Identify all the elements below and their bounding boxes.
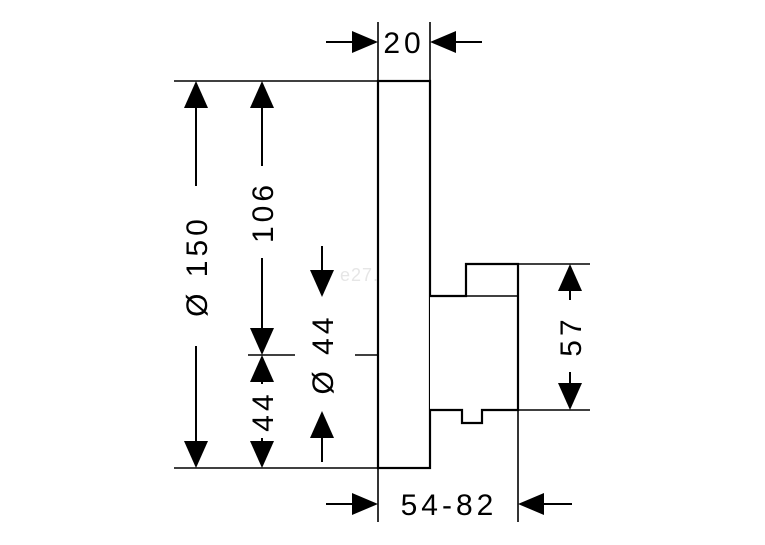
arrow-inner-top (310, 270, 334, 297)
arrow-outer-bottom (184, 441, 208, 468)
dim-label-inner-diameter: Ø 44 (307, 313, 340, 394)
arrow-upper-bottom (250, 328, 274, 355)
arrow-depth-right (518, 493, 544, 515)
arrow-upper-top (250, 81, 274, 108)
arrow-depth-left (352, 493, 378, 515)
arrow-inner-bottom (310, 411, 334, 438)
arrow-lower-bottom (250, 441, 274, 468)
dim-label-right-height: 57 (555, 315, 588, 356)
dim-label-depth-range: 54-82 (401, 489, 498, 522)
dim-label-outer-height: Ø 150 (181, 215, 214, 317)
arrow-right-top (558, 264, 582, 291)
arrow-outer-top (184, 81, 208, 108)
dim-label-upper-height: 106 (247, 181, 280, 243)
dim-label-top-width: 20 (383, 27, 424, 60)
valve-body-outline (430, 262, 520, 425)
dim-label-lower-height: 44 (247, 390, 280, 431)
faceplate-outline (376, 79, 432, 470)
arrow-right-bottom (558, 383, 582, 410)
arrow-top-right (430, 31, 456, 53)
arrow-top-left (352, 31, 378, 53)
arrow-lower-top (250, 355, 274, 382)
